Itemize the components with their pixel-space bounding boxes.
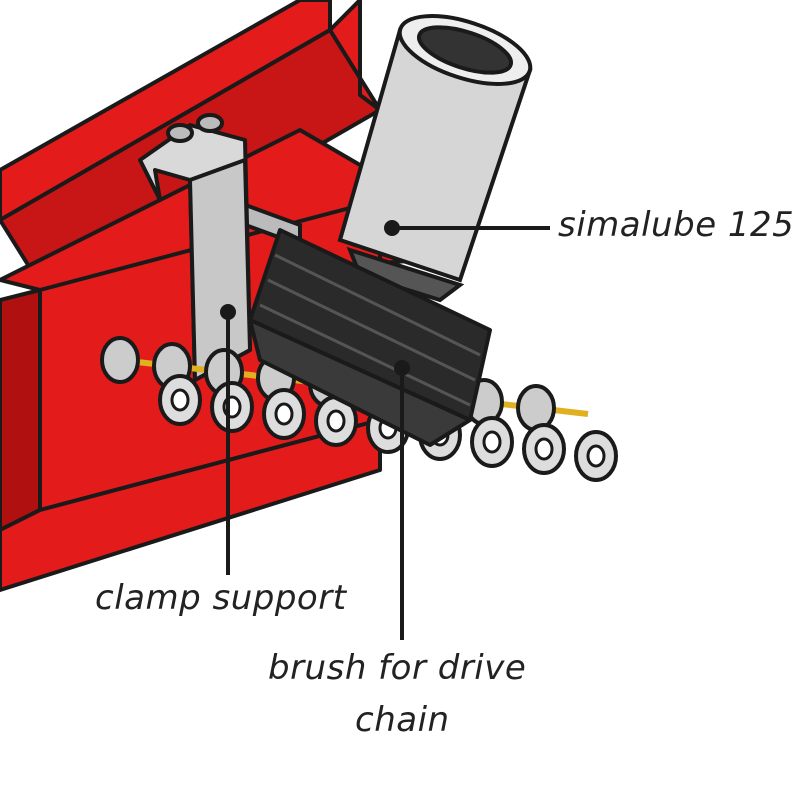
chain-pin (586, 444, 606, 468)
simalube-lubricator (337, 14, 533, 303)
label-simalube: simalube 125 (558, 205, 795, 245)
label-brush-line2: chain (355, 700, 450, 740)
chain-pin (326, 409, 346, 433)
chain-link (100, 336, 140, 384)
chain-pin (534, 437, 554, 461)
drive-chain (100, 336, 618, 482)
chain-pin (170, 388, 190, 412)
chain-link (516, 384, 556, 432)
chain-pin (274, 402, 294, 426)
label-clamp-support: clamp support (95, 578, 347, 618)
chain-brush (248, 228, 492, 447)
leader-lines (220, 220, 550, 640)
label-brush-line1: brush for drive (268, 648, 527, 688)
chain-pin (482, 430, 502, 454)
